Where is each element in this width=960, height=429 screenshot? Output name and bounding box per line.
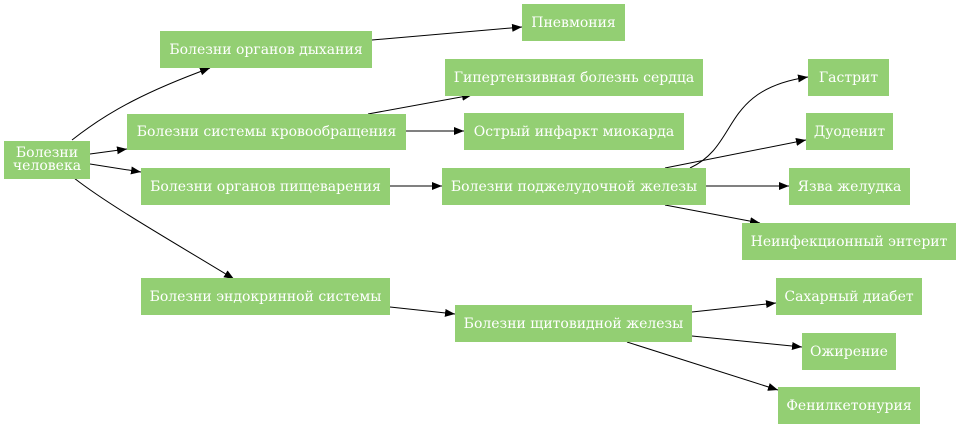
edge-thyroid-pku [626,341,779,391]
edge-root-circ [89,146,128,155]
node-pneum: Пневмония [522,4,625,41]
node-root: Болезни человека [4,141,90,179]
edge-thyroid-obesity [691,335,803,350]
node-gastrit: Гастрит [808,59,889,96]
node-ulcer: Язва желудка [789,168,910,205]
edge-pancreas-enterit [664,204,761,226]
edge-resp-pneum [371,23,523,41]
node-hyper: Гипертензивная болезнь сердца [445,59,703,96]
node-circ: Болезни системы кровообращения [127,114,406,150]
node-resp: Болезни органов дыхания [160,31,372,68]
edge-circ-hyper [367,92,473,115]
edge-endo-thyroid [389,306,456,317]
node-pku: Фенилкетонурия [778,387,920,424]
edge-root-dig [89,163,142,175]
node-obesity: Ожирение [802,333,896,370]
node-diabetes: Сахарный диабет [776,278,922,315]
node-thyroid: Болезни щитовидной железы [455,305,692,342]
edge-pancreas-duoden [664,138,807,169]
node-endo: Болезни эндокринной системы [141,278,390,315]
edge-root-endo [73,177,235,280]
edge-root-resp [71,67,211,141]
node-pancreas: Болезни поджелудочной железы [442,168,706,205]
edge-pancreas-gastrit [689,74,809,169]
edge-thyroid-diabetes [691,300,777,313]
node-dig: Болезни органов пищеварения [141,168,390,205]
node-duoden: Дуоденит [806,113,893,150]
node-infarct: Острый инфаркт миокарда [464,113,684,150]
node-enterit: Неинфекционный энтерит [742,223,956,260]
